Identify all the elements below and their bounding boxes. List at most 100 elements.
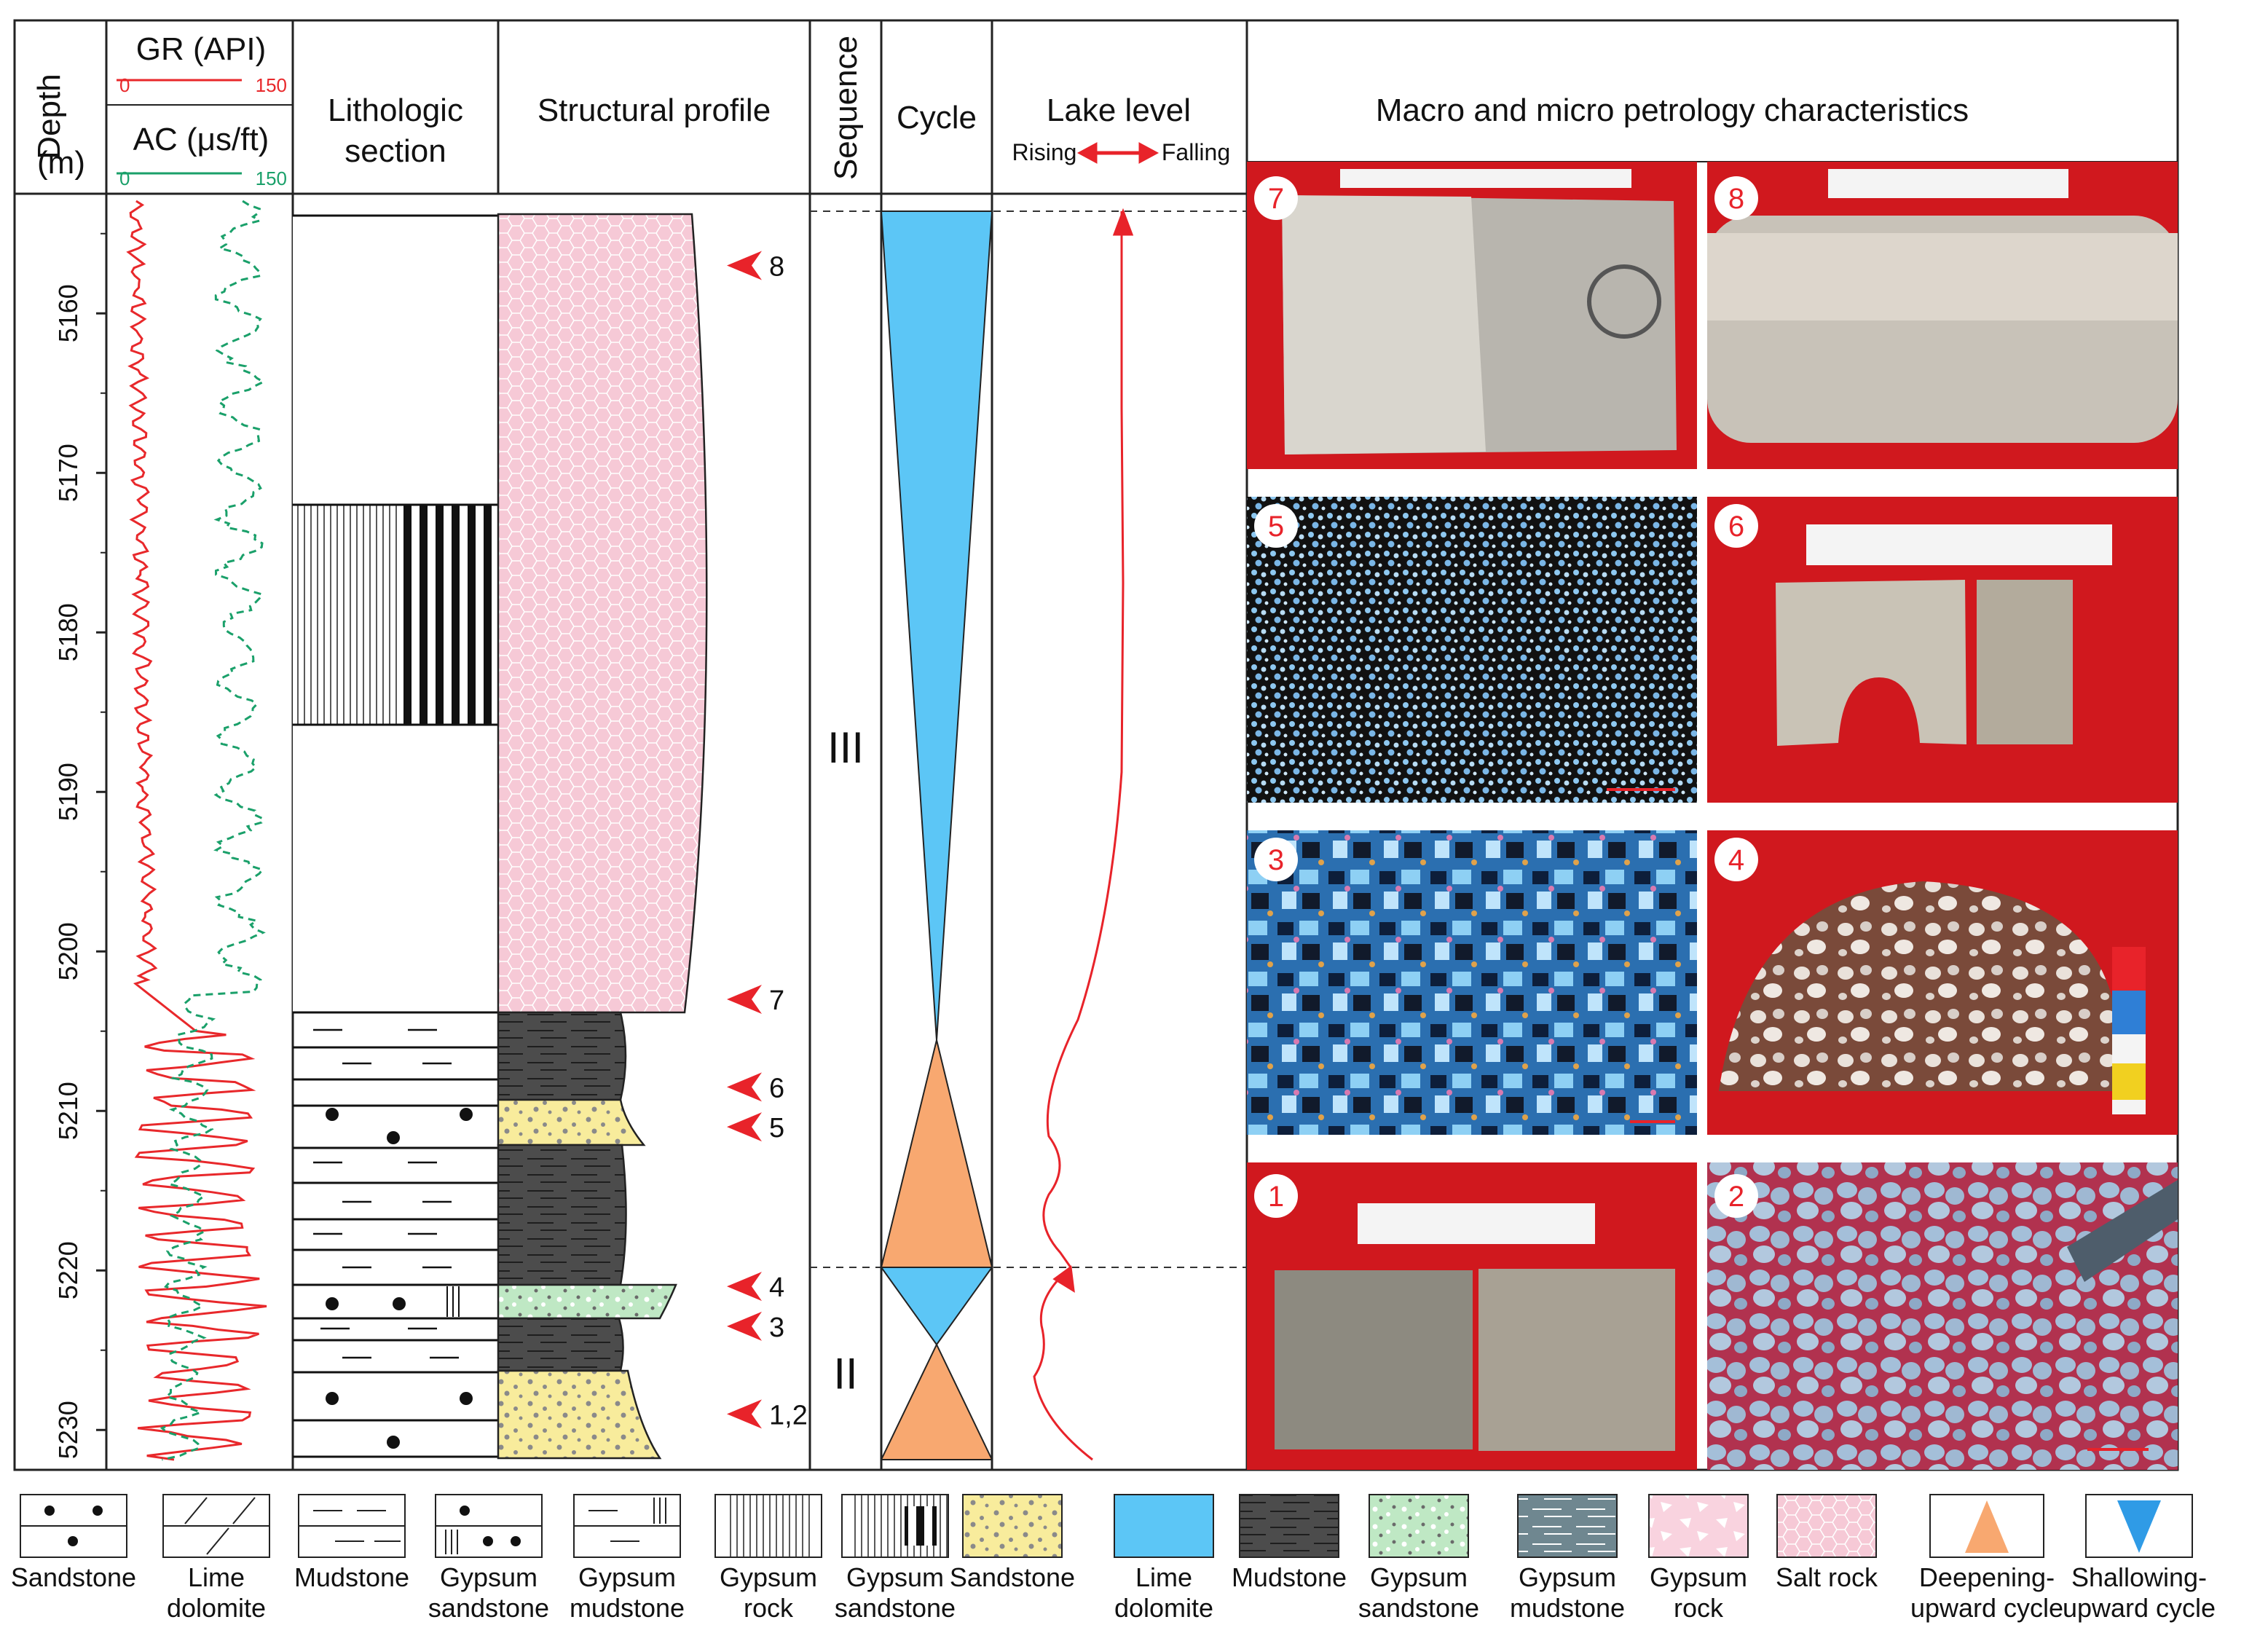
photo-badge-circle xyxy=(1714,176,1758,220)
depth-tick-label: 5180 xyxy=(53,603,83,661)
depth-header: Depth xyxy=(31,74,67,159)
depth-tick-label: 5220 xyxy=(53,1241,83,1299)
legend-swatch xyxy=(1239,1494,1339,1558)
legend-swatch xyxy=(714,1494,822,1558)
legend-label: sandstone xyxy=(428,1593,549,1623)
legend-label: upward cycle xyxy=(2063,1593,2216,1623)
deepening-cycle-triangle-1 xyxy=(880,1039,993,1268)
legend-label: mudstone xyxy=(570,1593,685,1623)
photo-badge-number: 8 xyxy=(1728,183,1744,215)
sample-marker: 1,2 xyxy=(727,1399,808,1431)
legend-label: Gypsum xyxy=(1370,1562,1468,1592)
petrology-header: Macro and micro petrology characteristic… xyxy=(1376,93,1969,128)
sample-marker-label: 5 xyxy=(769,1113,784,1144)
photo-badge-circle xyxy=(1714,838,1758,881)
legend-item: Shallowing-upward cycle xyxy=(2063,1494,2216,1623)
sample-marker-label: 4 xyxy=(769,1272,784,1303)
legend-label: dolomite xyxy=(1114,1593,1213,1623)
gr-header: GR (API) xyxy=(136,31,266,67)
legend-label: sandstone xyxy=(1358,1593,1479,1623)
photo-badge-circle xyxy=(1714,504,1758,548)
photo-1 xyxy=(1247,1162,1697,1470)
legend-label: Mudstone xyxy=(1232,1562,1347,1592)
legend-label: sandstone xyxy=(835,1593,956,1623)
legend-label: Gypsum xyxy=(440,1562,538,1592)
ac-curve xyxy=(160,200,266,1461)
sample-marker-arrow xyxy=(727,1272,762,1302)
sample-marker: 5 xyxy=(727,1112,784,1144)
legend-item: Deepening-upward cycle xyxy=(1910,1494,2063,1623)
legend-label: Shallowing- xyxy=(2071,1562,2207,1592)
legend-label: rock xyxy=(744,1593,794,1623)
sequence-boundaries xyxy=(810,210,1247,1268)
sample-marker-arrow xyxy=(727,1311,762,1341)
legend-label: Gypsum xyxy=(846,1562,944,1592)
legend-item: Sandstone xyxy=(950,1494,1075,1592)
lake-falling: Falling xyxy=(1162,139,1230,165)
ac-min: 0 xyxy=(119,168,130,189)
photo-6 xyxy=(1707,497,2178,803)
sample-marker-label: 1,2 xyxy=(769,1400,808,1431)
legend-label: Lime xyxy=(1135,1562,1192,1592)
legend-label: Sandstone xyxy=(950,1562,1075,1592)
sample-marker-label: 3 xyxy=(769,1313,784,1343)
photo-badge: 4 xyxy=(1714,838,1758,881)
legend-label: upward cycle xyxy=(1910,1593,2063,1623)
sample-marker: 8 xyxy=(727,251,784,283)
sample-marker-arrow xyxy=(727,251,762,280)
lithologic-section xyxy=(293,214,498,1458)
sequence-label: III xyxy=(827,723,864,772)
sample-marker-arrow xyxy=(727,1112,762,1142)
depth-tick-label: 5190 xyxy=(53,763,83,821)
lake-level-header: Lake level xyxy=(1047,93,1191,128)
legend-label: Sandstone xyxy=(11,1562,136,1592)
rising-falling-arrow xyxy=(1076,142,1159,164)
depth-tick-label: 5210 xyxy=(53,1082,83,1140)
sample-marker-label: 7 xyxy=(769,985,784,1016)
lithologic-header: Lithologic xyxy=(328,93,463,128)
legend-label: Salt rock xyxy=(1776,1562,1878,1592)
legend-item: Sandstone xyxy=(11,1494,136,1592)
sample-marker-label: 6 xyxy=(769,1073,784,1103)
legend-swatch xyxy=(1517,1494,1618,1558)
photo-badge: 8 xyxy=(1714,176,1758,220)
photo-7 xyxy=(1247,162,1697,469)
header-texts: Depth (m) GR (API) 0 150 AC (μs/ft) 0 15… xyxy=(31,31,1969,189)
legend-swatch xyxy=(1776,1494,1877,1558)
photo-badge-number: 2 xyxy=(1728,1181,1744,1213)
mudstone-unit-2 xyxy=(497,1144,627,1286)
mudstone-unit-1 xyxy=(497,1011,627,1101)
legend-swatch xyxy=(1114,1494,1214,1558)
photo-2 xyxy=(1707,1162,2178,1470)
gr-min: 0 xyxy=(119,74,130,96)
depth-unit-header: (m) xyxy=(37,145,85,181)
sample-marker: 7 xyxy=(727,984,784,1016)
photo-badge-circle xyxy=(1254,1174,1298,1218)
photo-8 xyxy=(1707,162,2178,469)
sample-marker: 4 xyxy=(727,1272,784,1303)
legend-label: dolomite xyxy=(167,1593,266,1623)
sample-marker-label: 8 xyxy=(769,252,784,283)
legend-label: Gypsum xyxy=(1519,1562,1616,1592)
legend-label: Deepening- xyxy=(1919,1562,2055,1592)
depth-tick-label: 5170 xyxy=(53,444,83,502)
lake-level-curve xyxy=(1033,208,1134,1461)
sandstone-unit-2 xyxy=(497,1369,662,1460)
legend-swatch xyxy=(962,1494,1063,1558)
photo-badge-number: 1 xyxy=(1268,1181,1284,1213)
photo-panels xyxy=(1247,162,2178,1470)
photo-badge: 7 xyxy=(1254,176,1298,220)
photo-5 xyxy=(1247,497,1697,803)
shallowing-cycle-triangle-1 xyxy=(880,210,993,1041)
